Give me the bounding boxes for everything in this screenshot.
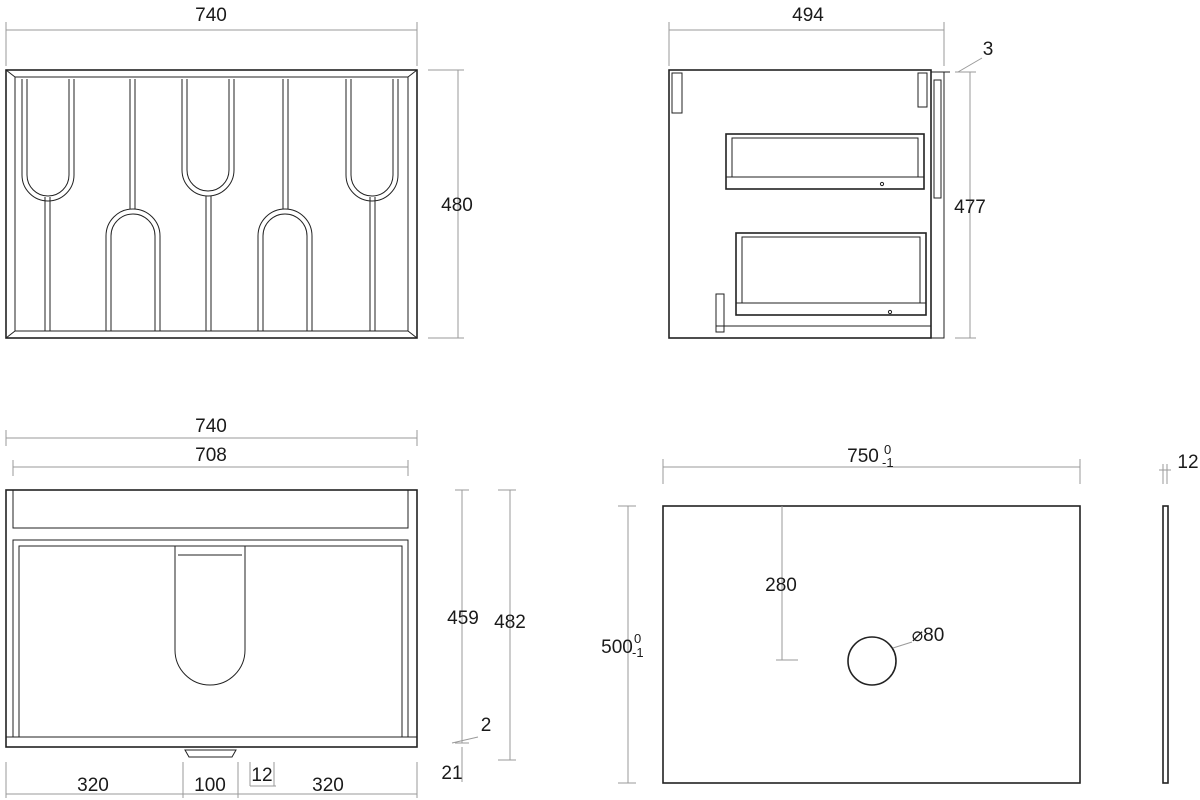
countertop-hole-diameter-label: ⌀80 [912,625,945,646]
countertop-depth-label: 500 [601,637,633,658]
plan-view: 740 708 459 482 2 21 [5,416,526,798]
countertop-hole-offset-label: 280 [765,575,797,596]
countertop-depth-tol-lower: -1 [632,645,644,660]
plan-right-label: 320 [312,775,344,796]
side-view: 494 3 477 [668,5,994,339]
side-offset-label: 3 [983,39,994,60]
plan-plinth-label: 21 [441,763,462,784]
countertop-thickness-label: 12 [1177,452,1198,473]
front-width-label: 740 [195,5,227,26]
front-view: 740 480 [5,5,473,339]
front-height-label: 480 [441,195,473,216]
plan-center-label: 100 [194,775,226,796]
side-depth-label: 494 [792,5,824,26]
plan-left-label: 320 [77,775,109,796]
plan-inner-width-label: 708 [195,445,227,466]
countertop-width-label: 750 [847,446,879,467]
countertop-view: 750 0 -1 500 0 -1 280 ⌀80 12 [601,442,1199,784]
countertop-depth-tol-upper: 0 [634,631,641,646]
plan-height-inner-label: 459 [447,608,479,629]
countertop-width-tol-lower: -1 [882,455,894,470]
countertop-width-tol-upper: 0 [884,442,891,457]
plan-gap-label: 2 [481,715,492,736]
front-panel-pattern [21,79,399,331]
plan-outer-width-label: 740 [195,416,227,437]
plan-height-outer-label: 482 [494,612,526,633]
plan-cutout-label: 12 [251,765,272,786]
side-height-label: 477 [954,197,986,218]
